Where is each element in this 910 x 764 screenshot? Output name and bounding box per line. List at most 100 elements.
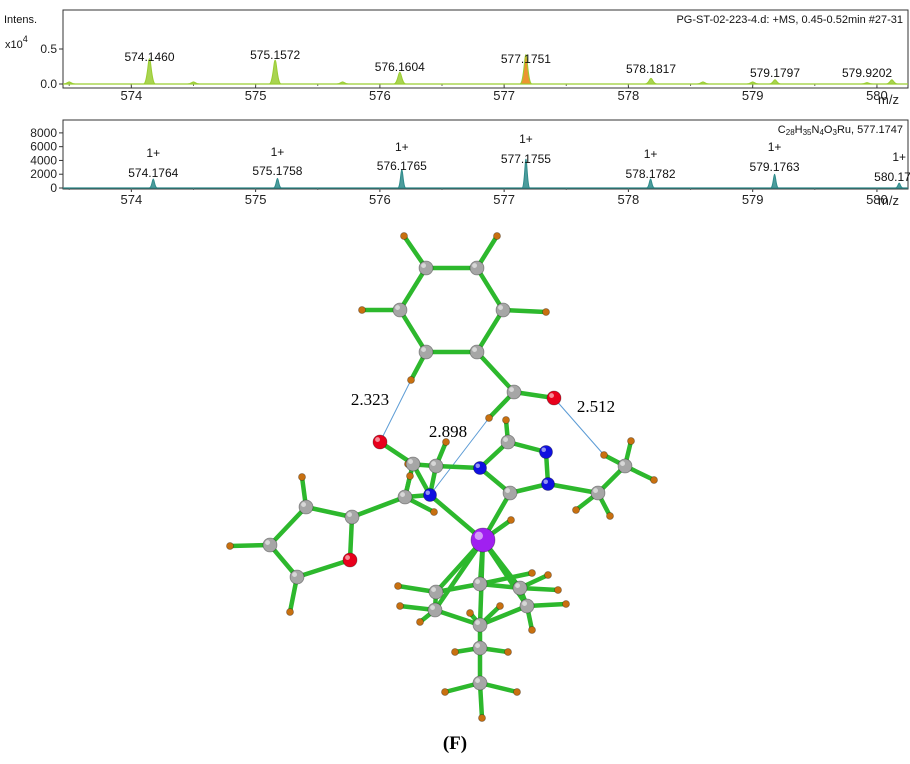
experimental-minor-peak [63, 81, 76, 85]
experimental-peak-label: 579.1797 [750, 66, 800, 80]
experimental-peak-label: 576.1604 [375, 60, 425, 74]
nitrogen-atom [423, 488, 437, 502]
experimental-xtick-label: 576 [369, 88, 391, 103]
hydrogen-atom [496, 602, 504, 610]
experimental-peak [519, 54, 533, 85]
hydrogen-atom [407, 376, 415, 384]
carbon-atom [418, 260, 434, 276]
hydrogen-atom [572, 506, 580, 514]
hydrogen-atom [298, 473, 306, 481]
experimental-xtick-label: 580 [866, 88, 888, 103]
carbon-atom [495, 302, 511, 318]
atom-highlight [421, 347, 426, 352]
atom-highlight [430, 605, 435, 610]
atom-highlight [301, 502, 306, 507]
carbon-atom [397, 489, 413, 505]
hydrogen-atom [358, 306, 366, 314]
atom-highlight [475, 678, 480, 683]
hydrogen-atom [554, 586, 562, 594]
atom-highlight [522, 601, 527, 606]
atom-highlight [549, 393, 554, 398]
hydrogen-atom [394, 582, 402, 590]
simulated-xtick-label: 579 [742, 192, 764, 207]
carbon-atom [392, 302, 408, 318]
atom-highlight [375, 437, 380, 442]
carbon-atom [519, 598, 535, 614]
bond [474, 349, 517, 395]
oxygen-atom [372, 434, 388, 450]
carbon-atom [590, 485, 606, 501]
experimental-yscale-label: x10 [5, 39, 23, 51]
carbon-atom [617, 458, 633, 474]
carbon-atom [298, 499, 314, 515]
hydrogen-atom [600, 451, 608, 459]
experimental-peak [393, 71, 406, 85]
simulated-peak-charge: 1+ [146, 146, 160, 160]
contact-line [379, 379, 412, 443]
atom-highlight [475, 643, 480, 648]
hydrogen-atom [504, 648, 512, 656]
experimental-peak [142, 58, 156, 85]
experimental-title: PG-ST-02-223-4.d: +MS, 0.45-0.52min #27-… [676, 14, 903, 26]
simulated-peak [521, 158, 531, 189]
atom-highlight [620, 461, 625, 466]
simulated-ytick-label: 8000 [30, 126, 57, 140]
atom-highlight [505, 488, 510, 493]
experimental-peak-label: 574.1460 [124, 50, 174, 64]
simulated-peak-label: 575.1758 [252, 164, 302, 178]
simulated-peak-charge: 1+ [892, 150, 906, 164]
hydrogen-atom [466, 609, 474, 617]
bond [474, 265, 506, 313]
hydrogen-atom [226, 542, 234, 550]
experimental-xtick-label: 577 [493, 88, 515, 103]
hydrogen-atom [400, 232, 408, 240]
carbon-atom [472, 640, 488, 656]
hydrogen-atom [513, 688, 521, 696]
experimental-peak [268, 59, 282, 85]
atom-highlight [474, 531, 483, 540]
hydrogen-atom [451, 648, 459, 656]
experimental-ylabel: Intens. [4, 14, 37, 26]
simulated-peak [895, 182, 904, 189]
hydrogen-atom [286, 608, 294, 616]
distance-label: 2.898 [429, 422, 467, 441]
hydrogen-atom [406, 472, 414, 480]
carbon-atom [427, 602, 443, 618]
carbon-atom [512, 580, 528, 596]
experimental-xtick-label: 574 [120, 88, 142, 103]
simulated-peak [149, 178, 158, 189]
simulated-peak [770, 173, 779, 189]
atom-highlight [515, 583, 520, 588]
carbon-atom [262, 537, 278, 553]
experimental-peak-label: 575.1572 [250, 48, 300, 62]
experimental-minor-peak [746, 81, 759, 85]
contact-line [429, 417, 490, 496]
experimental-peak-label: 578.1817 [626, 62, 676, 76]
experimental-peak [861, 82, 874, 85]
hydrogen-atom [544, 571, 552, 579]
bond [480, 537, 530, 609]
carbon-atom [469, 344, 485, 360]
atom-highlight [509, 387, 514, 392]
experimental-peak [644, 77, 658, 85]
nitrogen-atom [473, 461, 487, 475]
bond [303, 504, 355, 520]
simulated-peak-charge: 1+ [644, 147, 658, 161]
simulated-peak-charge: 1+ [395, 140, 409, 154]
carbon-atom [428, 458, 444, 474]
simulated-peak-label: 579.1763 [750, 160, 800, 174]
simulated-peak [646, 178, 655, 189]
experimental-spectrum-panel: Intens. x104 PG-ST-02-223-4.d: +MS, 0.45… [4, 9, 909, 107]
simulated-peak-label: 580.1791 [874, 170, 910, 184]
ruthenium-atom [470, 527, 496, 553]
atom-highlight [472, 347, 477, 352]
bond [477, 603, 530, 628]
simulated-ytick-label: 0 [50, 181, 57, 195]
bond [545, 481, 601, 496]
bond [432, 607, 483, 628]
contact-line [553, 397, 605, 456]
atom-highlight [498, 305, 503, 310]
hydrogen-atom [528, 626, 536, 634]
